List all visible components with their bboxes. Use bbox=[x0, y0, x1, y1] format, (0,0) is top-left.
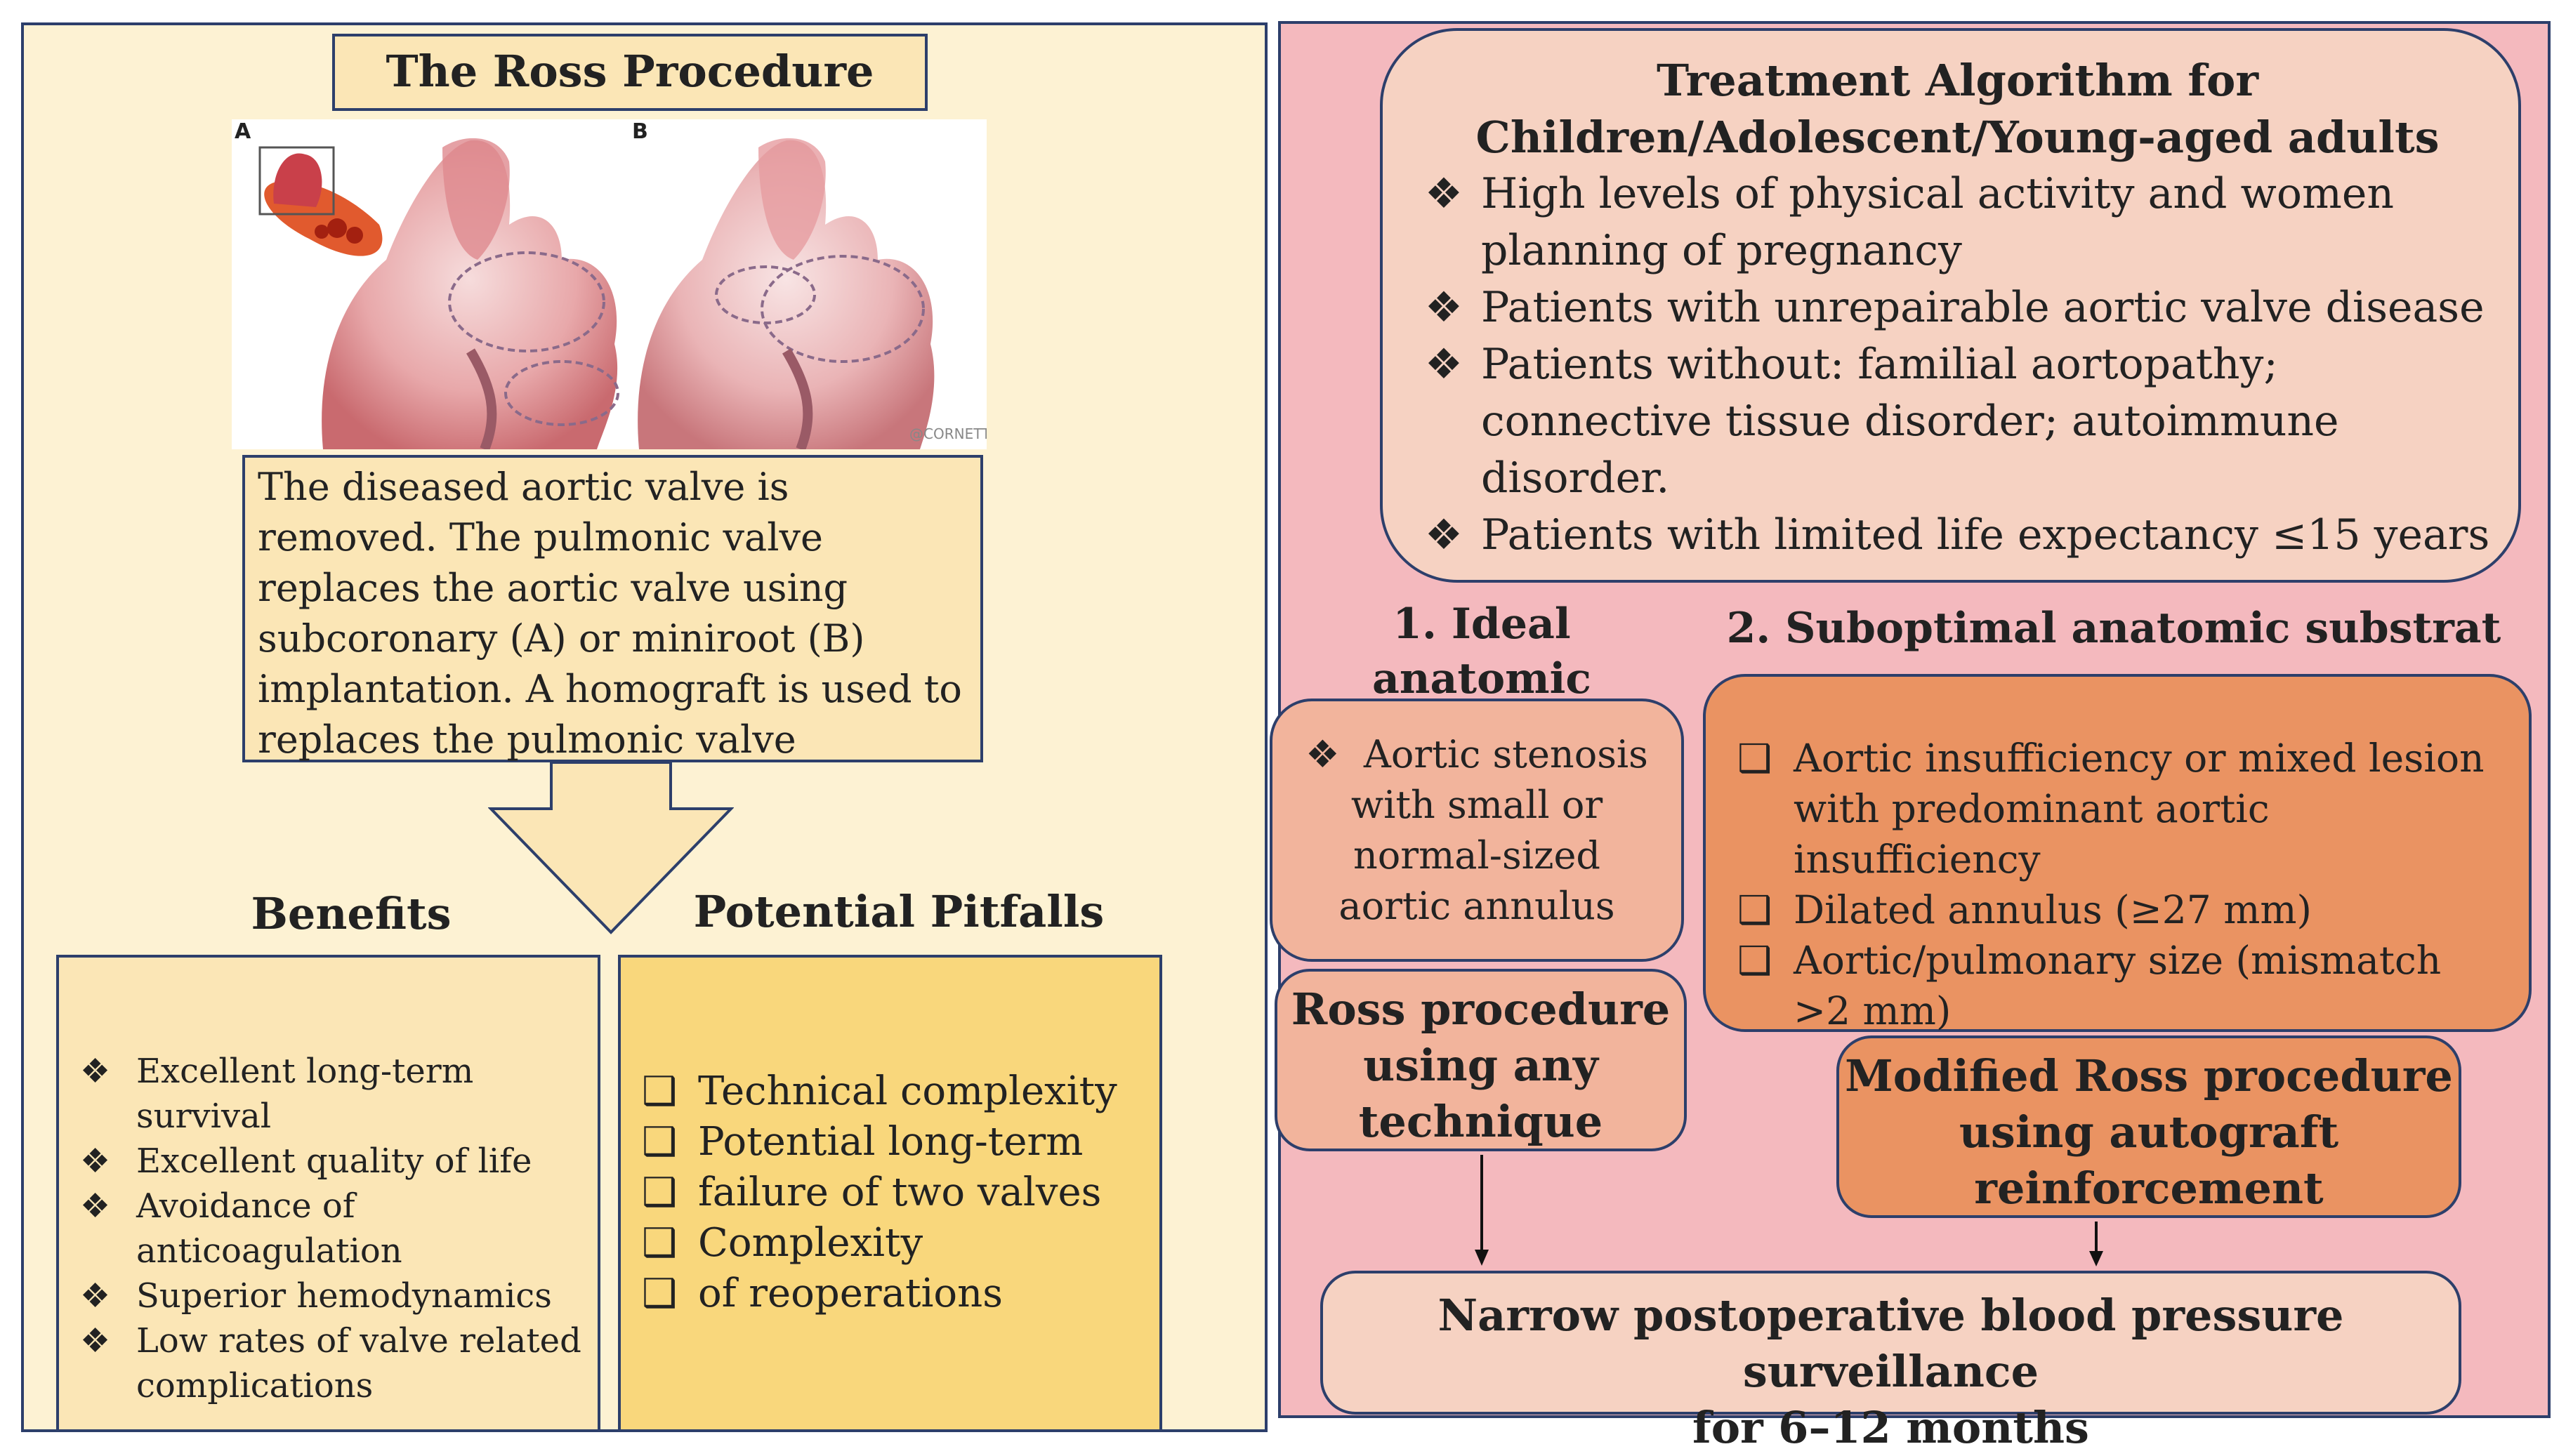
pitfalls-box: ❑Technical complexity ❑Potential long-te… bbox=[618, 955, 1162, 1432]
bullet-icon: ❖ bbox=[1305, 732, 1340, 776]
bullet-icon: ❖ bbox=[1425, 169, 1463, 218]
down-arrow bbox=[488, 761, 734, 934]
benefits-heading: Benefits bbox=[251, 888, 452, 939]
list-item: ❖Excellent long-term survival bbox=[80, 1049, 591, 1139]
list-item: ❖High levels of physical activity and wo… bbox=[1425, 166, 2490, 279]
list-item: ❖Patients without: familial aortopathy; … bbox=[1425, 336, 2490, 507]
list-item: ❖Patients with unrepairable aortic valve… bbox=[1425, 279, 2490, 336]
checkbox-icon: ❑ bbox=[642, 1220, 678, 1266]
figure-label-a: A bbox=[235, 119, 251, 144]
benefits-box: ❖Excellent long-term survival ❖Excellent… bbox=[56, 955, 600, 1432]
list-item: ❑Aortic insufficiency or mixed lesion wi… bbox=[1737, 733, 2508, 885]
list-item: ❑Complexity bbox=[642, 1218, 1152, 1269]
bullet-icon: ❖ bbox=[1425, 510, 1463, 560]
ross-any-technique-box: Ross procedure using any technique bbox=[1275, 969, 1687, 1151]
list-item: ❑Technical complexity bbox=[642, 1066, 1152, 1117]
surveillance-box: Narrow postoperative blood pressure surv… bbox=[1320, 1271, 2461, 1453]
list-item: ❖Superior hemodynamics bbox=[80, 1273, 591, 1318]
checkbox-icon: ❑ bbox=[1737, 938, 1772, 983]
modified-ross-box: Modified Ross procedure using autograft … bbox=[1836, 1035, 2461, 1218]
bullet-icon: ❖ bbox=[80, 1276, 111, 1316]
suboptimal-heading: 2. Suboptimal anatomic substrat bbox=[1726, 604, 2501, 653]
list-item: ❖Avoidance of anticoagulation bbox=[80, 1184, 591, 1273]
bullet-icon: ❖ bbox=[80, 1141, 111, 1181]
illustration-a bbox=[258, 138, 619, 449]
list-item: ❑Potential long-term bbox=[642, 1117, 1152, 1167]
checkbox-icon: ❑ bbox=[642, 1119, 678, 1165]
list-item: ❑failure of two valves bbox=[642, 1167, 1152, 1218]
figure-label-b: B bbox=[632, 119, 648, 144]
treatment-title-line2: Children/Adolescent/Young-aged adults bbox=[1475, 112, 2440, 163]
list-item: ❖Excellent quality of life bbox=[80, 1139, 591, 1184]
panel-title: The Ross Procedure bbox=[332, 34, 928, 111]
illustration-credit: @CORNETTE bbox=[909, 425, 987, 442]
bullet-icon: ❖ bbox=[80, 1186, 111, 1226]
bullet-icon: ❖ bbox=[80, 1321, 111, 1361]
checkbox-icon: ❑ bbox=[1737, 736, 1772, 781]
bullet-icon: ❖ bbox=[1425, 340, 1463, 389]
list-item: ❑Aortic/pulmonary size (mismatch >2 mm) bbox=[1737, 935, 2508, 1036]
illustration-b: @CORNETTE bbox=[638, 138, 987, 449]
bullet-icon: ❖ bbox=[1425, 283, 1463, 332]
down-arrow-right bbox=[2089, 1222, 2103, 1266]
list-item: ❖Low rates of valve related complication… bbox=[80, 1318, 591, 1408]
pitfalls-heading: Potential Pitfalls bbox=[693, 886, 1105, 937]
list-item: ❑of reoperations bbox=[642, 1269, 1152, 1319]
checkbox-icon: ❑ bbox=[642, 1271, 678, 1316]
treatment-title-line1: Treatment Algorithm for bbox=[1656, 55, 2259, 106]
down-arrow-left bbox=[1475, 1155, 1489, 1266]
list-item: ❖Patients with limited life expectancy ≤… bbox=[1425, 507, 2490, 564]
checkbox-icon: ❑ bbox=[642, 1170, 678, 1215]
procedure-description: The diseased aortic valve is removed. Th… bbox=[242, 455, 983, 762]
checkbox-icon: ❑ bbox=[642, 1068, 678, 1114]
surgical-illustration: A B bbox=[232, 119, 987, 449]
list-item: ❑Dilated annulus (≥27 mm) bbox=[1737, 885, 2508, 935]
bullet-icon: ❖ bbox=[80, 1052, 111, 1091]
suboptimal-substrate-box: ❑Aortic insufficiency or mixed lesion wi… bbox=[1703, 674, 2532, 1033]
ideal-substrate-box: ❖ Aortic stenosis with small or normal-s… bbox=[1270, 699, 1684, 962]
treatment-criteria-box: Treatment Algorithm for Children/Adolesc… bbox=[1380, 28, 2521, 583]
checkbox-icon: ❑ bbox=[1737, 887, 1772, 932]
heart-valve-illustration: @CORNETTE bbox=[258, 138, 987, 449]
